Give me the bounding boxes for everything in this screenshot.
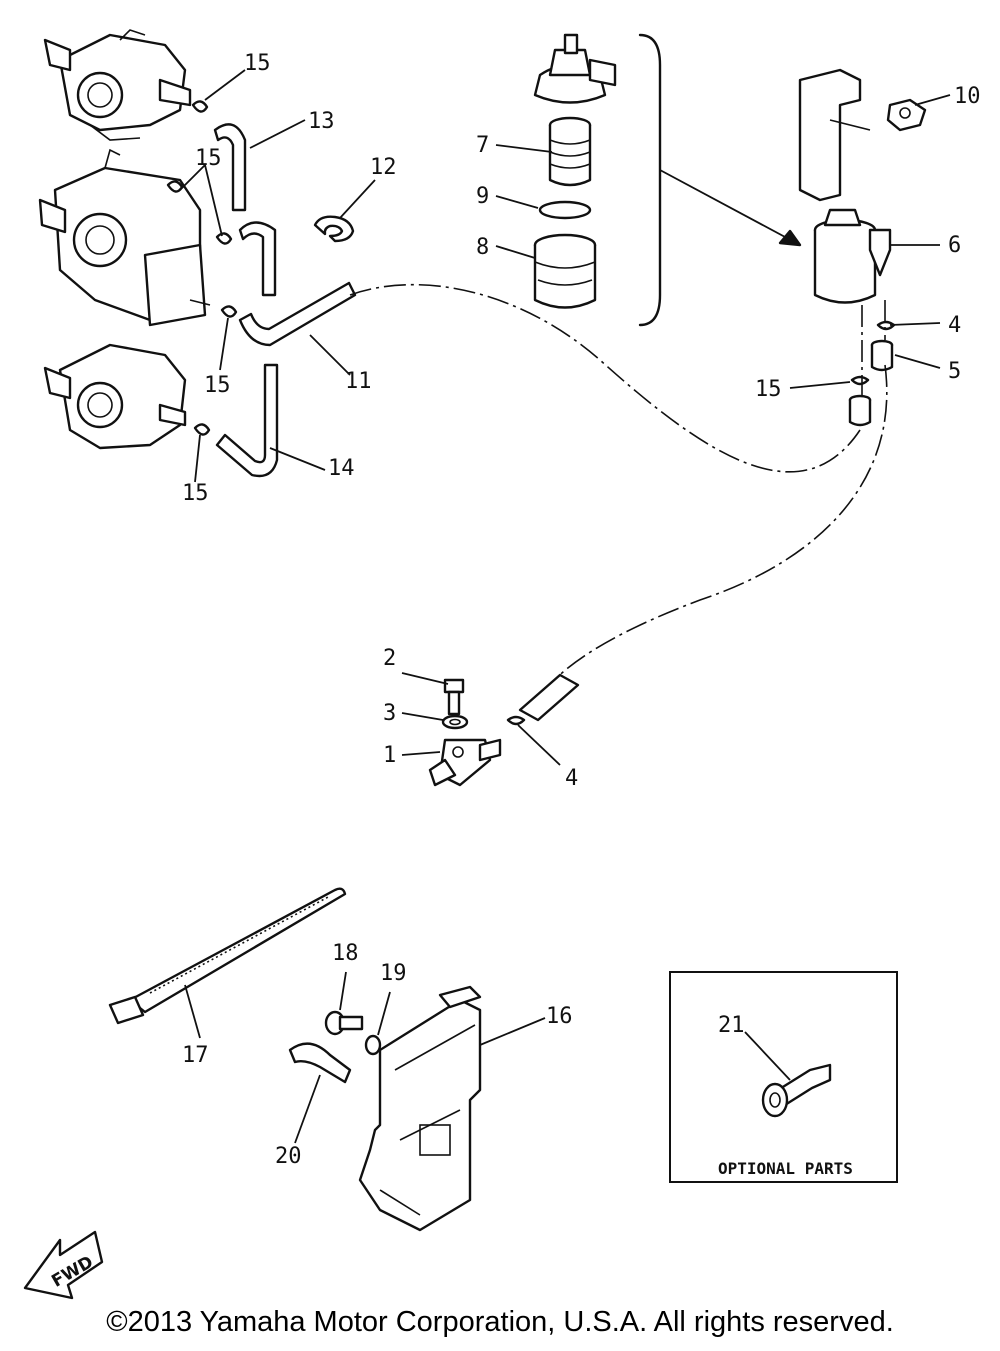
nipple-21 (761, 1063, 832, 1118)
callout-14: 14 (328, 456, 355, 481)
filter-element-7 (548, 116, 592, 187)
callout-19: 19 (380, 961, 407, 986)
clamp-20 (288, 1042, 352, 1084)
assembly-arrow-head (778, 229, 802, 247)
callout-9: 9 (476, 184, 489, 209)
washer-19 (364, 1034, 382, 1056)
washer-3 (441, 714, 469, 730)
callout-21: 21 (718, 1013, 745, 1038)
callout-4-lower: 4 (565, 766, 578, 791)
callout-5: 5 (948, 359, 961, 384)
callout-15-middle: 15 (195, 146, 222, 171)
callout-15-bottom: 15 (182, 481, 209, 506)
carburetor-middle (38, 148, 211, 327)
hose-14 (215, 363, 279, 478)
bolt-18 (324, 1010, 364, 1036)
callout-11: 11 (345, 369, 372, 394)
callout-13: 13 (308, 109, 335, 134)
callout-20: 20 (275, 1144, 302, 1169)
filter-cup-8 (533, 233, 597, 309)
clip-12 (313, 215, 355, 243)
filter-bracket (798, 68, 871, 202)
fuel-line-path (349, 283, 888, 691)
callout-4-upper: 4 (948, 313, 961, 338)
callout-15-right: 15 (755, 377, 782, 402)
optional-parts-label: OPTIONAL PARTS (718, 1159, 853, 1178)
carburetor-bottom (43, 343, 187, 450)
o-ring-9 (538, 200, 592, 220)
leader-lines (179, 69, 951, 1144)
callout-18: 18 (332, 941, 359, 966)
callout-12: 12 (370, 155, 397, 180)
callout-7: 7 (476, 133, 489, 158)
bolt-2 (443, 678, 465, 716)
fuel-joint-1 (428, 738, 502, 787)
hose-11 (238, 281, 357, 347)
nut-10 (886, 98, 927, 132)
cable-tie-17 (108, 887, 347, 1025)
callout-10: 10 (954, 84, 981, 109)
callout-2: 2 (383, 646, 396, 671)
hose-13 (213, 123, 247, 212)
fwd-arrow-icon (23, 1230, 104, 1300)
callout-3: 3 (383, 701, 396, 726)
filter-assembly-6 (813, 208, 892, 304)
callout-6: 6 (948, 233, 961, 258)
assembly-arrow-line (659, 169, 801, 246)
filter-drop-line (861, 300, 886, 395)
hose-lower (518, 673, 580, 722)
callout-15-top: 15 (244, 51, 271, 76)
callout-8: 8 (476, 235, 489, 260)
clip-4-lower (506, 715, 526, 726)
optional-parts-box (669, 971, 898, 1183)
joint-5 (870, 339, 894, 372)
carburetor-top (43, 29, 192, 141)
callout-15-lower: 15 (204, 373, 231, 398)
filter-bracket-line (638, 33, 662, 327)
copyright-notice: ©2013 Yamaha Motor Corporation, U.S.A. A… (106, 1306, 894, 1338)
callout-1: 1 (383, 743, 396, 768)
hose-piece (848, 394, 872, 427)
filter-head (533, 33, 617, 104)
bracket-16 (358, 985, 482, 1232)
callout-16: 16 (546, 1004, 573, 1029)
hose-connector (238, 221, 277, 297)
callout-17: 17 (182, 1043, 209, 1068)
